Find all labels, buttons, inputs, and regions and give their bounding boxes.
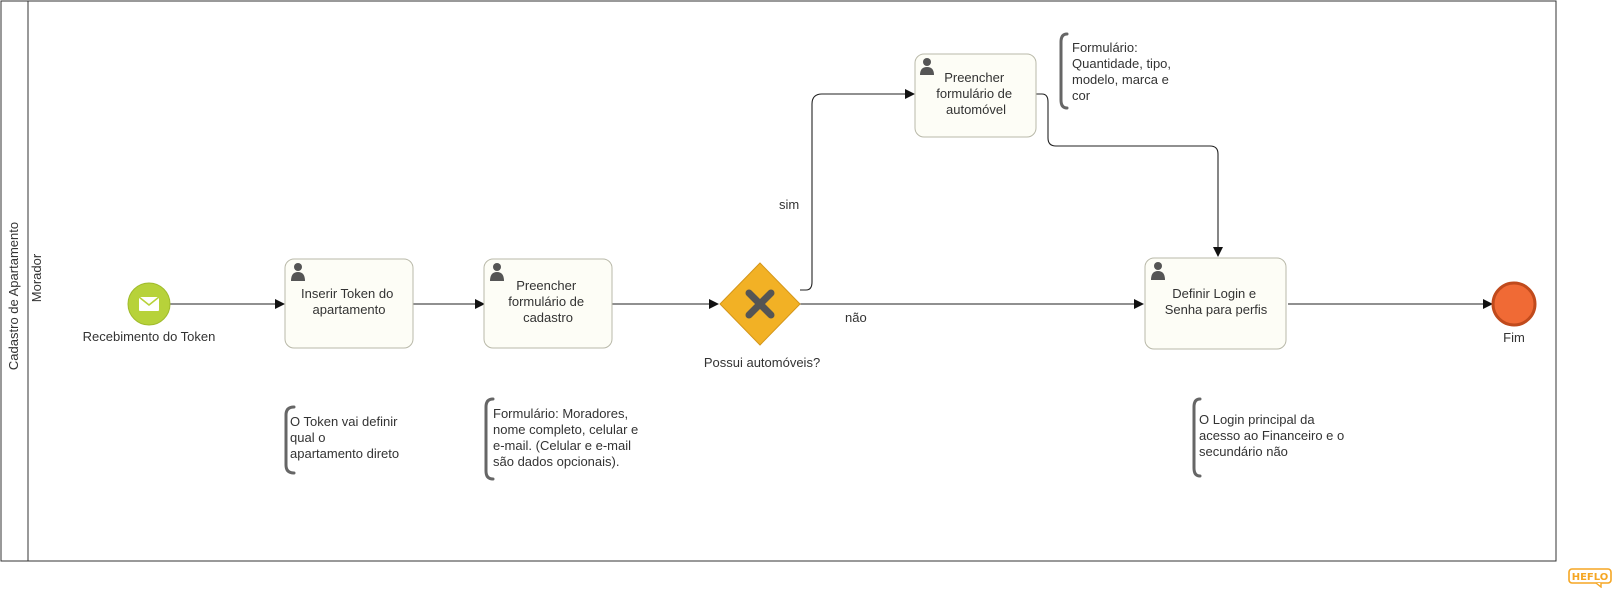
task-formulario-automovel[interactable]: Preencher formulário de automóvel bbox=[914, 53, 1037, 138]
task-label: Definir Login e Senha para perfis bbox=[1165, 286, 1268, 317]
lane-morador[interactable]: Morador bbox=[29, 253, 44, 302]
exclusive-gateway[interactable]: Possui automóveis? bbox=[704, 262, 820, 370]
pool[interactable]: Cadastro de Apartamento bbox=[0, 0, 1557, 562]
user-icon bbox=[490, 263, 504, 281]
flow-gateway-yes[interactable] bbox=[800, 89, 915, 291]
user-icon bbox=[291, 263, 305, 281]
task-inserir-token[interactable]: Inserir Token do apartamento bbox=[284, 258, 414, 349]
annotation-login[interactable]: O Login principal da acesso ao Financeir… bbox=[1192, 397, 1348, 478]
annotation-text: O Login principal da acesso ao Financeir… bbox=[1199, 412, 1348, 459]
lane-name: Morador bbox=[29, 253, 44, 302]
task-label: Preencher formulário de automóvel bbox=[936, 70, 1016, 117]
task-label: Inserir Token do apartamento bbox=[301, 286, 397, 317]
flow-t3-to-t4[interactable] bbox=[1036, 93, 1223, 257]
task-formulario-cadastro[interactable]: Preencher formulário de cadastro bbox=[483, 258, 613, 349]
x-icon bbox=[745, 289, 775, 319]
user-icon bbox=[920, 58, 934, 75]
heflo-logo: HEFLO bbox=[1568, 568, 1612, 588]
annotation-text: O Token vai definir qual o apartamento d… bbox=[290, 414, 401, 461]
annotation-text: Formulário: Quantidade, tipo, modelo, ma… bbox=[1072, 40, 1175, 103]
envelope-icon bbox=[138, 296, 160, 311]
pool-name: Cadastro de Apartamento bbox=[6, 222, 21, 370]
annotation-token[interactable]: O Token vai definir qual o apartamento d… bbox=[284, 405, 401, 475]
task-definir-login[interactable]: Definir Login e Senha para perfis bbox=[1144, 257, 1287, 350]
end-event-label: Fim bbox=[1503, 330, 1525, 345]
start-event-label: Recebimento do Token bbox=[83, 329, 216, 344]
user-icon bbox=[1151, 262, 1165, 280]
flow-label-yes: sim bbox=[779, 197, 799, 212]
heflo-logo-text: HEFLO bbox=[1572, 572, 1609, 583]
annotation-automovel[interactable]: Formulário: Quantidade, tipo, modelo, ma… bbox=[1059, 32, 1175, 110]
task-label: Preencher formulário de cadastro bbox=[508, 278, 588, 325]
end-event[interactable]: Fim bbox=[1491, 281, 1537, 345]
start-event[interactable]: Recebimento do Token bbox=[83, 282, 216, 344]
sequence-flows bbox=[170, 89, 1493, 309]
annotation-cadastro[interactable]: Formulário: Moradores, nome completo, ce… bbox=[484, 397, 642, 481]
annotation-text: Formulário: Moradores, nome completo, ce… bbox=[493, 406, 642, 469]
gateway-label: Possui automóveis? bbox=[704, 355, 820, 370]
flow-label-no: não bbox=[845, 310, 867, 325]
